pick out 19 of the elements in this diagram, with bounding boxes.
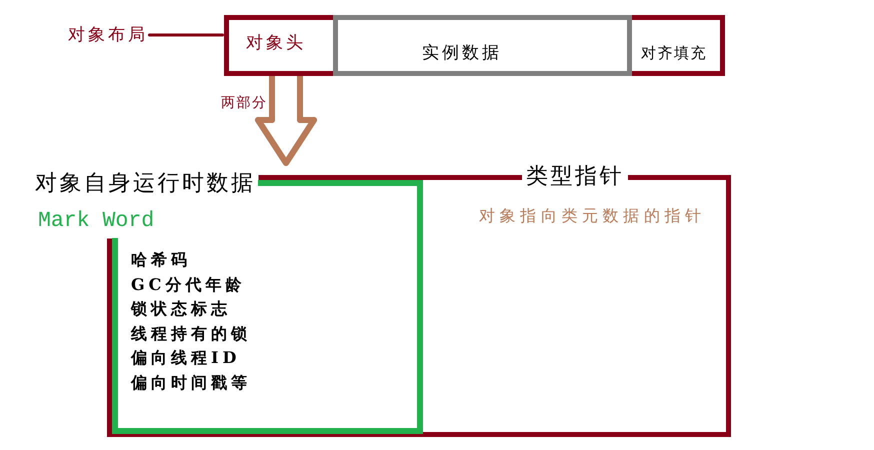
- box-label: 实例数据: [422, 42, 502, 64]
- segment-box: [632, 15, 725, 76]
- text-label: 对象布局: [68, 24, 148, 46]
- description-text: 对象指向类元数据的指针: [479, 205, 706, 227]
- list-item: 偏向时间戳等: [131, 372, 251, 394]
- list-item: 线程持有的锁: [131, 322, 251, 345]
- list-item: 锁状态标志: [131, 298, 231, 320]
- section-heading: 对象自身运行时数据: [35, 170, 256, 197]
- list-item: 偏向线程ID: [131, 347, 240, 370]
- box-label: 对象头: [246, 32, 306, 54]
- list-item: GC分代年龄: [131, 274, 246, 296]
- list-item: 哈希码: [131, 249, 191, 271]
- segment-box: [333, 15, 632, 76]
- field-name: Mark Word: [38, 209, 154, 234]
- connector-line: [148, 34, 224, 36]
- inner-frame: [33, 170, 423, 434]
- box-label: 对齐填充: [641, 43, 707, 64]
- edge-label: 两部分: [221, 94, 268, 112]
- segment-box: [224, 15, 333, 76]
